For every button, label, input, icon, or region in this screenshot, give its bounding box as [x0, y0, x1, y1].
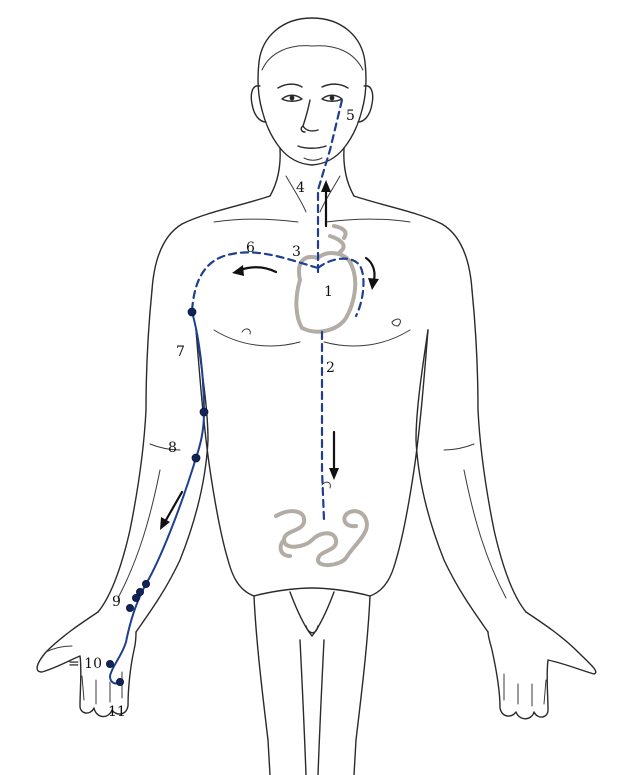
label-6: 6 [246, 240, 255, 256]
right-leg-inner [318, 640, 324, 775]
torso-left [196, 330, 254, 596]
arrow-up-neck [321, 180, 331, 226]
left-forearm-line [118, 470, 160, 598]
acupoint-armpit [188, 308, 196, 316]
meridian-to-eye [318, 100, 342, 272]
left-leg-outer [254, 596, 270, 775]
right-forearm-line [464, 470, 506, 598]
label-7: 7 [176, 344, 185, 360]
neck-right [344, 148, 354, 196]
left-nipple [242, 329, 250, 334]
label-2: 2 [326, 360, 335, 376]
mouth [298, 146, 326, 148]
label-8: 8 [168, 440, 177, 456]
label-1: 1 [324, 284, 333, 300]
right-pupil [330, 96, 335, 101]
meridian-to-intestine [322, 332, 324, 520]
arrow-left-chest [232, 265, 276, 276]
arrow-down-abdomen [329, 432, 339, 480]
underwear-right [312, 592, 334, 636]
trachea [330, 226, 346, 252]
right-arm-outer [472, 290, 526, 612]
left-eyebrow [278, 84, 302, 88]
meridian-external [106, 308, 208, 686]
right-shoulder [354, 196, 472, 290]
nose [301, 100, 318, 132]
underwear-left [290, 592, 312, 636]
acupoint-wrist-4 [126, 604, 133, 611]
acupoint-wrist-1 [142, 580, 149, 587]
neck-left [270, 148, 280, 196]
torso-right [370, 330, 428, 596]
right-nipple [392, 319, 400, 326]
neck-muscle-right [320, 176, 340, 212]
left-arm-outer [98, 290, 152, 612]
label-11: 11 [108, 704, 126, 720]
small-intestine [276, 511, 367, 565]
left-clavicle [214, 219, 298, 222]
label-4: 4 [296, 180, 305, 196]
point-labels: 1 2 3 4 5 6 7 8 9 = 10 11 [68, 108, 355, 720]
body-outline [37, 18, 596, 775]
head-outline [258, 18, 366, 165]
label-10: = 10 [68, 656, 102, 672]
label-9: 9 [112, 594, 121, 610]
meridian-arm-line [110, 312, 204, 683]
acupoint-finger-tip [116, 678, 123, 685]
meridian-internal [192, 100, 363, 520]
right-hand [488, 612, 596, 719]
left-leg-inner [300, 640, 306, 775]
right-clavicle [326, 219, 410, 222]
right-leg-outer [354, 596, 370, 775]
right-eyebrow [322, 84, 348, 88]
label-5: 5 [346, 108, 355, 124]
acupoint-palm [106, 660, 113, 667]
right-hand-fingers [504, 674, 546, 706]
hair-line [262, 46, 363, 70]
underwear-bottom [306, 626, 318, 633]
right-elbow-crease [444, 444, 474, 450]
acupoint-upper-arm [200, 408, 208, 416]
acupoint-elbow [192, 454, 200, 462]
arrow-heart-loop [366, 258, 379, 290]
left-pupil [290, 96, 295, 101]
acupoint-wrist-3 [132, 594, 139, 601]
label-3: 3 [292, 244, 301, 260]
chin-line [304, 158, 322, 160]
left-hand-fingers [82, 672, 122, 704]
underwear-waist [254, 588, 370, 596]
